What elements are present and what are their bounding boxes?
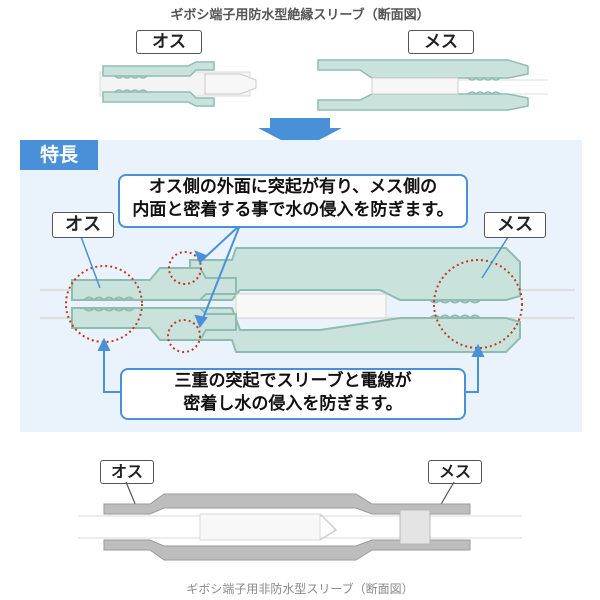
callout-bottom-line-2: 密着し水の侵入を防ぎます。	[183, 394, 403, 414]
top-female-sleeve	[317, 59, 548, 111]
top-callout-pointers	[194, 224, 241, 329]
feature-female-sleeve	[189, 247, 521, 353]
top-female-tag: メス	[408, 30, 474, 54]
callout-triple-ridge: 三重の突起でスリーブと電線が 密着し水の侵入を防ぎます。	[120, 368, 466, 420]
feature-male-tag: オス	[52, 212, 114, 238]
down-arrow	[258, 118, 342, 150]
bottom-sleeve	[103, 493, 471, 561]
bottom-title: ギボシ端子用非防水型スリーブ（断面図）	[186, 582, 414, 596]
male-ridge-circle	[65, 265, 143, 343]
top-title: ギボシ端子用防水型絶縁スリーブ（断面図）	[170, 8, 430, 23]
tag-pointers	[79, 233, 511, 289]
callout-top-line-2: 内面と密着する事で水の侵入を防ぎます。	[132, 200, 454, 220]
lower-protrusion-circle	[167, 319, 201, 353]
feature-label: 特長	[20, 140, 98, 170]
callout-top-line-1: オス側の外面に突起が有り、メス側の	[148, 177, 438, 197]
top-male-tag: オス	[136, 30, 202, 54]
callout-outer-protrusion: オス側の外面に突起が有り、メス側の 内面と密着する事で水の侵入を防ぎます。	[118, 174, 468, 228]
top-male-sleeve	[99, 61, 257, 107]
bottom-female-tag: メス	[428, 460, 482, 484]
upper-protrusion-circle	[168, 251, 202, 285]
callout-bottom-line-1: 三重の突起でスリーブと電線が	[174, 371, 412, 391]
female-ridge-circle	[433, 259, 523, 349]
highlight-circles	[65, 251, 523, 353]
feature-female-tag: メス	[484, 212, 546, 238]
